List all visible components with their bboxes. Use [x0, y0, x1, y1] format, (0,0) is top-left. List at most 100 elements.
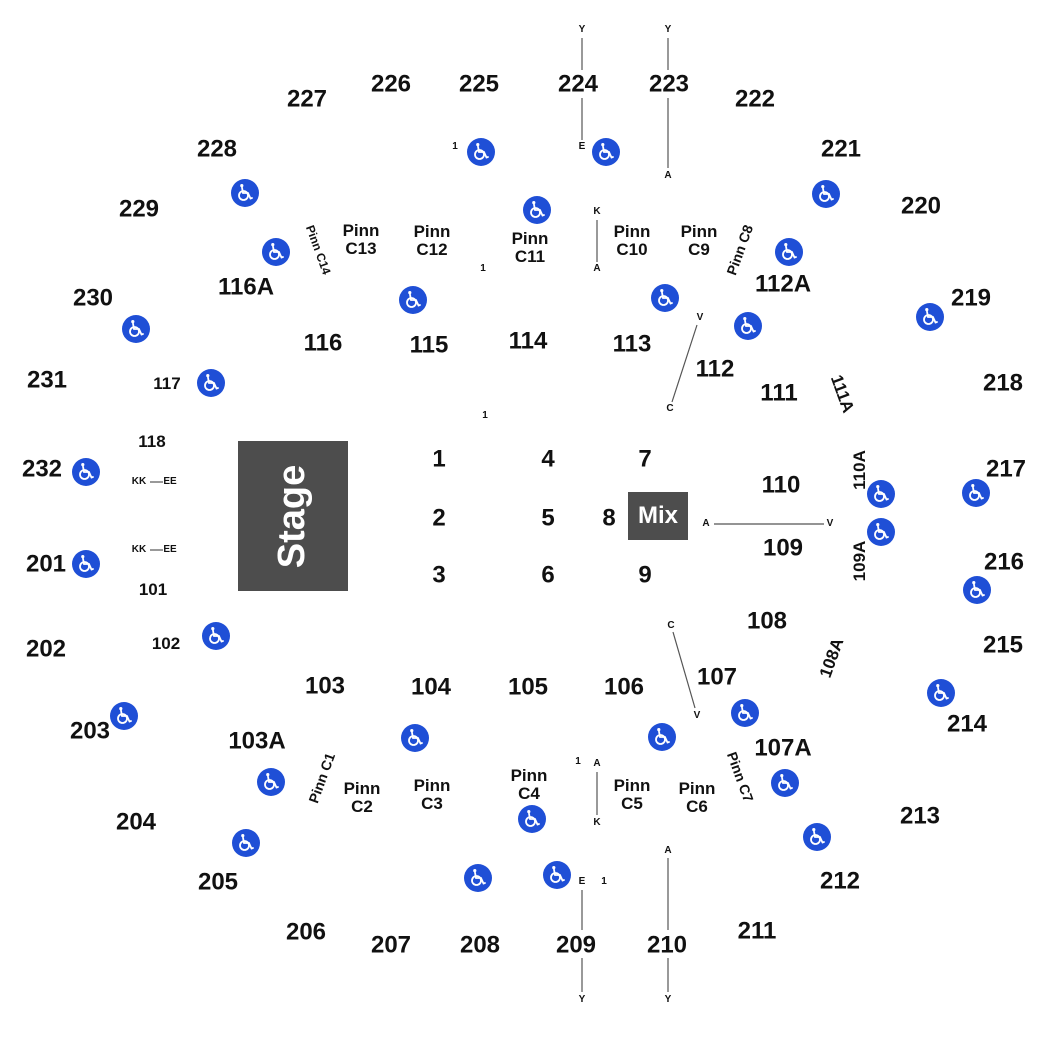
row-marker: K	[593, 205, 601, 217]
section-211[interactable]: 211	[737, 917, 777, 945]
section-226[interactable]: 226	[370, 70, 412, 98]
row-marker: K	[593, 816, 601, 828]
floor-section-7[interactable]: 7	[638, 445, 652, 473]
row-marker: A	[702, 517, 710, 529]
row-marker: Y	[578, 23, 586, 35]
row-marker: V	[696, 311, 704, 323]
section-107a[interactable]: 107A	[754, 734, 812, 762]
section-205[interactable]: 205	[197, 868, 239, 896]
section-118[interactable]: 118	[138, 432, 166, 452]
section-112[interactable]: 112	[695, 355, 735, 383]
section-201[interactable]: 201	[25, 550, 67, 578]
wheelchair-icon	[467, 138, 495, 166]
section-103[interactable]: 103	[304, 672, 346, 700]
wheelchair-icon	[775, 238, 803, 266]
wheelchair-icon	[543, 861, 571, 889]
section-109a[interactable]: 109A	[850, 540, 870, 582]
row-marker: Y	[664, 23, 672, 35]
row-marker: KK	[131, 543, 147, 555]
wheelchair-icon	[401, 724, 429, 752]
pinnacle-c11[interactable]: Pinn C11	[511, 229, 549, 266]
section-218[interactable]: 218	[982, 369, 1024, 397]
section-229[interactable]: 229	[118, 195, 160, 223]
section-221[interactable]: 221	[820, 135, 862, 163]
wheelchair-icon	[771, 769, 799, 797]
section-217[interactable]: 217	[985, 455, 1027, 483]
section-224[interactable]: 224	[557, 70, 599, 98]
section-116[interactable]: 116	[303, 329, 343, 357]
section-114[interactable]: 114	[508, 327, 548, 355]
section-213[interactable]: 213	[899, 802, 941, 830]
section-102[interactable]: 102	[151, 634, 181, 654]
section-101[interactable]: 101	[138, 580, 168, 600]
section-231[interactable]: 231	[26, 366, 68, 394]
wheelchair-icon	[72, 550, 100, 578]
section-202[interactable]: 202	[25, 635, 67, 663]
row-marker: C	[667, 619, 675, 631]
section-220[interactable]: 220	[900, 192, 942, 220]
floor-section-3[interactable]: 3	[432, 561, 446, 589]
section-111[interactable]: 111	[760, 379, 798, 407]
section-225[interactable]: 225	[458, 70, 500, 98]
section-109[interactable]: 109	[762, 534, 804, 562]
pinnacle-c3[interactable]: Pinn C3	[413, 776, 451, 813]
section-219[interactable]: 219	[950, 284, 992, 312]
section-116a[interactable]: 116A	[217, 273, 275, 301]
section-208[interactable]: 208	[459, 931, 501, 959]
wheelchair-icon	[399, 286, 427, 314]
section-107[interactable]: 107	[696, 663, 738, 691]
section-112a[interactable]: 112A	[754, 270, 812, 298]
row-marker: 1	[480, 262, 486, 274]
row-marker: 1	[601, 875, 607, 887]
section-103a[interactable]: 103A	[228, 727, 286, 755]
section-204[interactable]: 204	[115, 808, 157, 836]
section-206[interactable]: 206	[285, 918, 327, 946]
section-223[interactable]: 223	[648, 70, 690, 98]
pinnacle-c5[interactable]: Pinn C5	[613, 776, 651, 813]
section-113[interactable]: 113	[612, 330, 652, 358]
section-207[interactable]: 207	[370, 931, 412, 959]
section-110[interactable]: 110	[761, 471, 801, 499]
floor-section-4[interactable]: 4	[541, 445, 555, 473]
floor-section-2[interactable]: 2	[432, 504, 446, 532]
section-228[interactable]: 228	[196, 135, 238, 163]
section-105[interactable]: 105	[507, 673, 549, 701]
pinnacle-c2[interactable]: Pinn C2	[343, 779, 381, 816]
section-117[interactable]: 117	[153, 374, 181, 394]
section-212[interactable]: 212	[819, 867, 861, 895]
floor-section-6[interactable]: 6	[541, 561, 555, 589]
wheelchair-icon	[867, 480, 895, 508]
wheelchair-icon	[651, 284, 679, 312]
row-marker: Y	[664, 993, 672, 1005]
pinnacle-c9[interactable]: Pinn C9	[680, 222, 718, 259]
floor-section-1[interactable]: 1	[432, 445, 446, 473]
section-210[interactable]: 210	[646, 931, 688, 959]
section-232[interactable]: 232	[21, 455, 63, 483]
pinnacle-c4[interactable]: Pinn C4	[510, 766, 548, 803]
section-115[interactable]: 115	[409, 331, 449, 359]
section-214[interactable]: 214	[946, 710, 988, 738]
section-216[interactable]: 216	[983, 548, 1025, 576]
section-108[interactable]: 108	[746, 607, 788, 635]
row-marker: Y	[578, 993, 586, 1005]
row-marker: A	[664, 844, 672, 856]
section-227[interactable]: 227	[286, 85, 328, 113]
section-215[interactable]: 215	[982, 631, 1024, 659]
floor-section-9[interactable]: 9	[638, 561, 652, 589]
section-110a[interactable]: 110A	[850, 450, 870, 490]
section-209[interactable]: 209	[555, 931, 597, 959]
section-230[interactable]: 230	[72, 284, 114, 312]
row-marker: 1	[575, 755, 581, 767]
pinnacle-c10[interactable]: Pinn C10	[613, 222, 651, 259]
section-104[interactable]: 104	[410, 673, 452, 701]
pinnacle-c13[interactable]: Pinn C13	[342, 221, 380, 258]
section-106[interactable]: 106	[603, 673, 645, 701]
section-222[interactable]: 222	[734, 85, 776, 113]
floor-section-8[interactable]: 8	[602, 504, 616, 532]
row-marker: A	[593, 757, 601, 769]
pinnacle-c12[interactable]: Pinn C12	[413, 222, 451, 259]
section-203[interactable]: 203	[69, 717, 111, 745]
pinnacle-c6[interactable]: Pinn C6	[678, 779, 716, 816]
floor-section-5[interactable]: 5	[541, 504, 555, 532]
